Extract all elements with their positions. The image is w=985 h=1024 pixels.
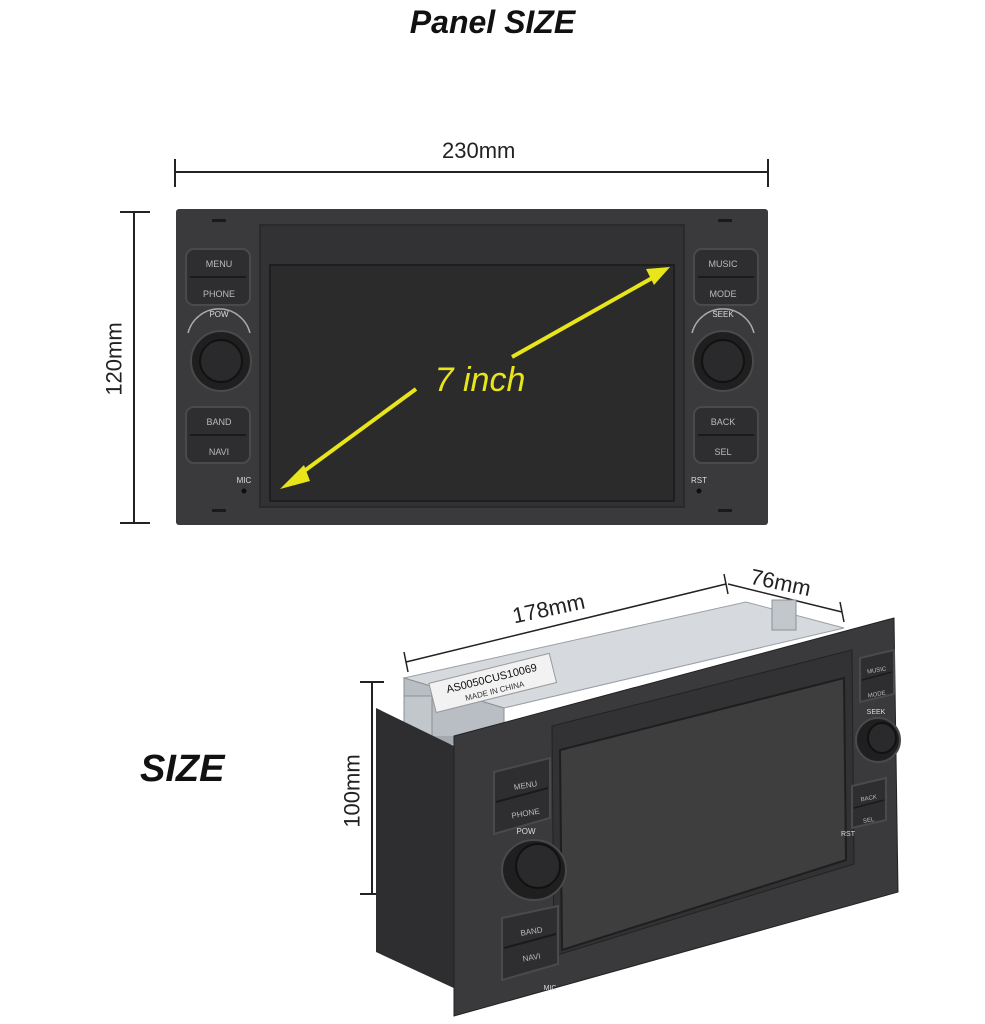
mic-hole [241, 488, 247, 494]
height-dimension-label: 120mm [101, 322, 127, 396]
panel-size-title: Panel SIZE [409, 4, 576, 40]
front-panel: MENU PHONE POW BAND NAVI MIC MUSIC MODE … [176, 209, 768, 525]
side-mode-label: MODE [867, 690, 886, 699]
diagonal-size-label: 7 inch [435, 361, 526, 399]
vent-bottom-right [718, 509, 732, 512]
side-height-tick-top [360, 681, 384, 683]
side-band-navi-button [501, 904, 559, 982]
size-title: SIZE [140, 748, 225, 790]
height-dimension-tick-bottom [120, 522, 150, 524]
side-height-dimension-line [371, 682, 373, 894]
arrow-head-top-right [646, 267, 670, 285]
vent-bottom-left [212, 509, 226, 512]
phone-label: PHONE [203, 289, 235, 299]
mic-label: MIC [237, 476, 252, 485]
side-left-button-group: MENU PHONE POW BAND NAVI MIC [493, 756, 567, 992]
seek-label: SEEK [712, 310, 734, 319]
mode-label: MODE [710, 289, 737, 299]
side-back-sel-button [851, 776, 887, 830]
chassis-side-frame [376, 708, 458, 990]
side-music-label: MUSIC [867, 666, 888, 675]
side-mic-label: MIC [544, 985, 557, 992]
band-label: BAND [206, 417, 232, 427]
width-dimension-tick-left [174, 159, 176, 187]
arrow-head-bottom-left [280, 465, 310, 489]
right-button-group: MUSIC MODE SEEK BACK SEL RST [691, 248, 759, 494]
vent-top-left [212, 219, 226, 222]
side-seek-label: SEEK [867, 709, 886, 716]
side-unit: AS0050CUS10069 MADE IN CHINA MENU PHONE … [376, 599, 901, 1017]
rst-hole [696, 488, 702, 494]
left-button-group: MENU PHONE POW BAND NAVI MIC [185, 248, 252, 494]
back-label: BACK [711, 417, 736, 427]
rst-label: RST [691, 476, 707, 485]
side-rst-label: RST [841, 831, 856, 838]
vent-top-right [718, 219, 732, 222]
height-dimension-line [133, 212, 135, 523]
menu-label: MENU [206, 259, 233, 269]
label-sticker [428, 652, 558, 714]
side-height-tick-bottom [360, 893, 384, 895]
sel-label: SEL [714, 447, 731, 457]
pow-label: POW [209, 310, 229, 319]
height-dimension-tick-top [120, 211, 150, 213]
bracket-top-right [771, 599, 797, 631]
music-label: MUSIC [709, 259, 739, 269]
width-dimension-tick-right [767, 159, 769, 187]
side-back-label: BACK [860, 795, 877, 804]
side-pow-label: POW [516, 827, 536, 836]
navi-label: NAVI [209, 447, 229, 457]
side-height-dimension-label: 100mm [339, 754, 365, 828]
side-menu-label: MENU [513, 779, 538, 792]
width-dimension-line [175, 171, 769, 173]
side-band-label: BAND [520, 925, 544, 938]
width-dimension-label: 230mm [442, 138, 516, 163]
diagonal-arrow [280, 267, 670, 489]
side-right-button-group: MUSIC MODE SEEK BACK SEL RST [841, 648, 901, 838]
side-sel-label: SEL [863, 817, 876, 825]
side-navi-label: NAVI [522, 952, 541, 964]
depth-dimension-lines [403, 573, 845, 673]
